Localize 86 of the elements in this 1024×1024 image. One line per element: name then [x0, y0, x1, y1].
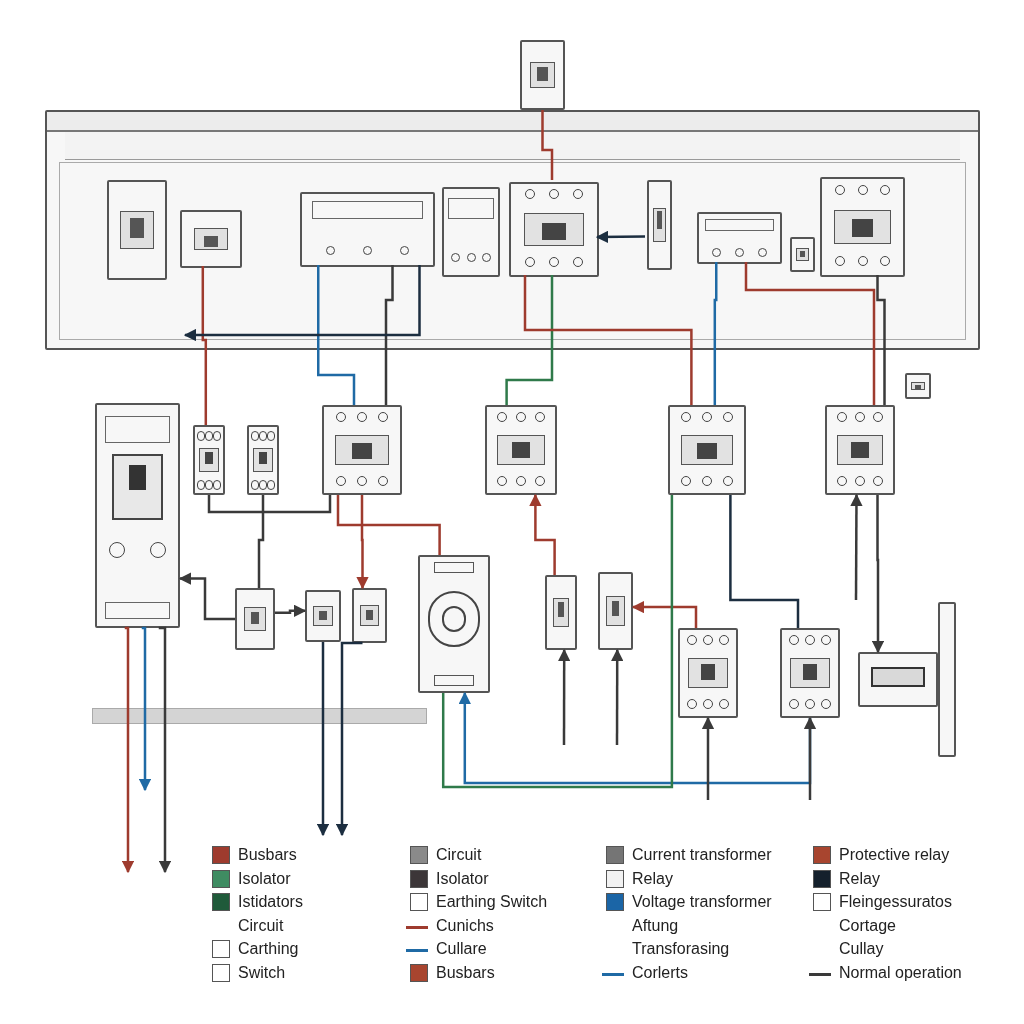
wire [610, 648, 624, 745]
switch-module [790, 237, 815, 272]
wire [178, 572, 235, 621]
wire [317, 265, 356, 405]
legend-label: Cunichs [436, 915, 494, 936]
wire [257, 495, 265, 588]
contactor [825, 405, 895, 495]
switch-module [235, 588, 275, 650]
switch-module [545, 575, 577, 650]
wire [316, 642, 330, 837]
circuit-breaker [509, 182, 599, 277]
terminal-block [300, 192, 435, 267]
wire [713, 262, 718, 405]
switch-module [905, 373, 931, 399]
circuit-breaker [820, 177, 905, 277]
wire [876, 275, 886, 405]
wire [631, 600, 698, 628]
wire [505, 275, 554, 405]
circuit-breaker [247, 425, 279, 495]
wire [335, 641, 363, 837]
legend-note: Cortage [839, 915, 896, 936]
legend-label: Protective relay [839, 845, 950, 865]
wire [595, 230, 645, 244]
mounting-bracket [938, 602, 956, 757]
wire [523, 275, 693, 405]
switch-module [352, 588, 387, 643]
wire [138, 626, 152, 792]
wire [158, 626, 172, 874]
legend-label: Normal operation [839, 962, 962, 983]
legend-label: Carthing [238, 939, 299, 959]
rotary-switch [418, 555, 490, 693]
switchgear-panel [45, 110, 980, 350]
isolator-switch [107, 180, 167, 280]
circuit-breaker [678, 628, 738, 718]
wire [356, 495, 369, 590]
legend-label: Fleingessuratos [839, 892, 952, 912]
wire [275, 604, 307, 618]
contactor [485, 405, 557, 495]
legend-note: Circuit [238, 915, 284, 936]
wire [729, 495, 800, 628]
legend-note: Cullay [839, 939, 884, 959]
terminal-block [697, 212, 782, 264]
legend-label: Istidators [238, 892, 303, 912]
mounting-rail [92, 708, 427, 724]
relay-module [180, 210, 242, 268]
legend-label: Corlerts [632, 962, 688, 983]
wire [201, 266, 208, 425]
wire [803, 716, 817, 800]
legend-label: Busbars [238, 845, 297, 865]
legend-label: Earthing Switch [436, 892, 548, 912]
wire [557, 648, 571, 745]
legend-note: Transforasing [632, 939, 730, 959]
wire [701, 716, 715, 800]
switch-module [647, 180, 672, 270]
contactor [322, 405, 402, 495]
wire [529, 493, 556, 575]
wire [541, 110, 554, 180]
switch-module [598, 572, 633, 650]
legend-label: Switch [238, 962, 286, 983]
terminal-block [442, 187, 500, 277]
wire [850, 493, 863, 600]
legend-label: Busbars [436, 962, 495, 983]
legend-label: Voltage transformer [632, 892, 772, 912]
wire [441, 495, 674, 789]
wire [336, 495, 441, 555]
meter-cabinet [95, 403, 180, 628]
legend-label: Circuit [436, 845, 482, 865]
wire [207, 495, 332, 514]
wire [744, 262, 876, 405]
display-meter [858, 652, 938, 707]
legend-label: Cullare [436, 939, 487, 959]
legend-note: Aftung [632, 915, 679, 936]
wire [384, 265, 394, 405]
contactor [668, 405, 746, 495]
wire [871, 495, 885, 654]
legend-label: Isolator [238, 868, 291, 889]
wire [183, 265, 421, 342]
legend-label: Relay [632, 868, 673, 889]
switch-module [520, 40, 565, 110]
circuit-breaker [193, 425, 225, 495]
legend-label: Isolator [436, 868, 489, 889]
circuit-breaker [780, 628, 840, 718]
legend-label: Current transformer [632, 845, 772, 865]
switch-module [305, 590, 341, 642]
legend-label: Relay [839, 868, 880, 889]
wire [121, 626, 135, 874]
